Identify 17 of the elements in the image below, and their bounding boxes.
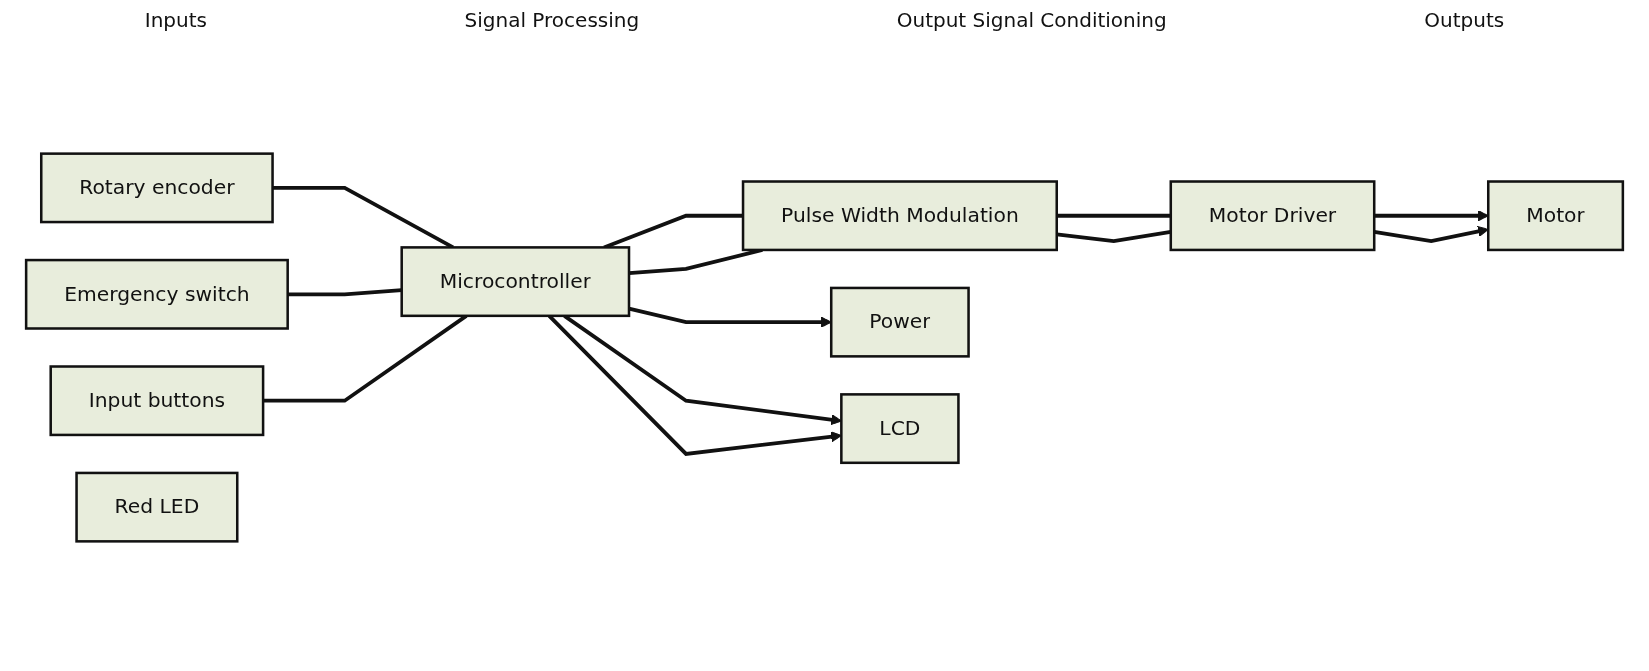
connector — [287, 288, 402, 297]
node-box: Red LED — [75, 471, 239, 543]
node-box: Motor — [1487, 180, 1625, 252]
arrow — [1374, 210, 1489, 222]
node-box: Microcontroller — [400, 246, 631, 318]
node-box: Rotary encoder — [40, 152, 274, 224]
connector — [1056, 213, 1171, 218]
node-box: Input buttons — [49, 365, 265, 437]
node-box: Motor Driver — [1169, 180, 1376, 252]
node-box: Emergency switch — [24, 258, 289, 330]
column-heading: Inputs — [144, 8, 207, 32]
node-box: Pulse Width Modulation — [741, 180, 1058, 252]
column-heading: Outputs — [1424, 8, 1505, 32]
node-box: Power — [829, 286, 970, 358]
node-box: LCD — [840, 393, 960, 465]
column-heading: Output Signal Conditioning — [896, 8, 1167, 32]
column-heading: Signal Processing — [464, 8, 640, 32]
